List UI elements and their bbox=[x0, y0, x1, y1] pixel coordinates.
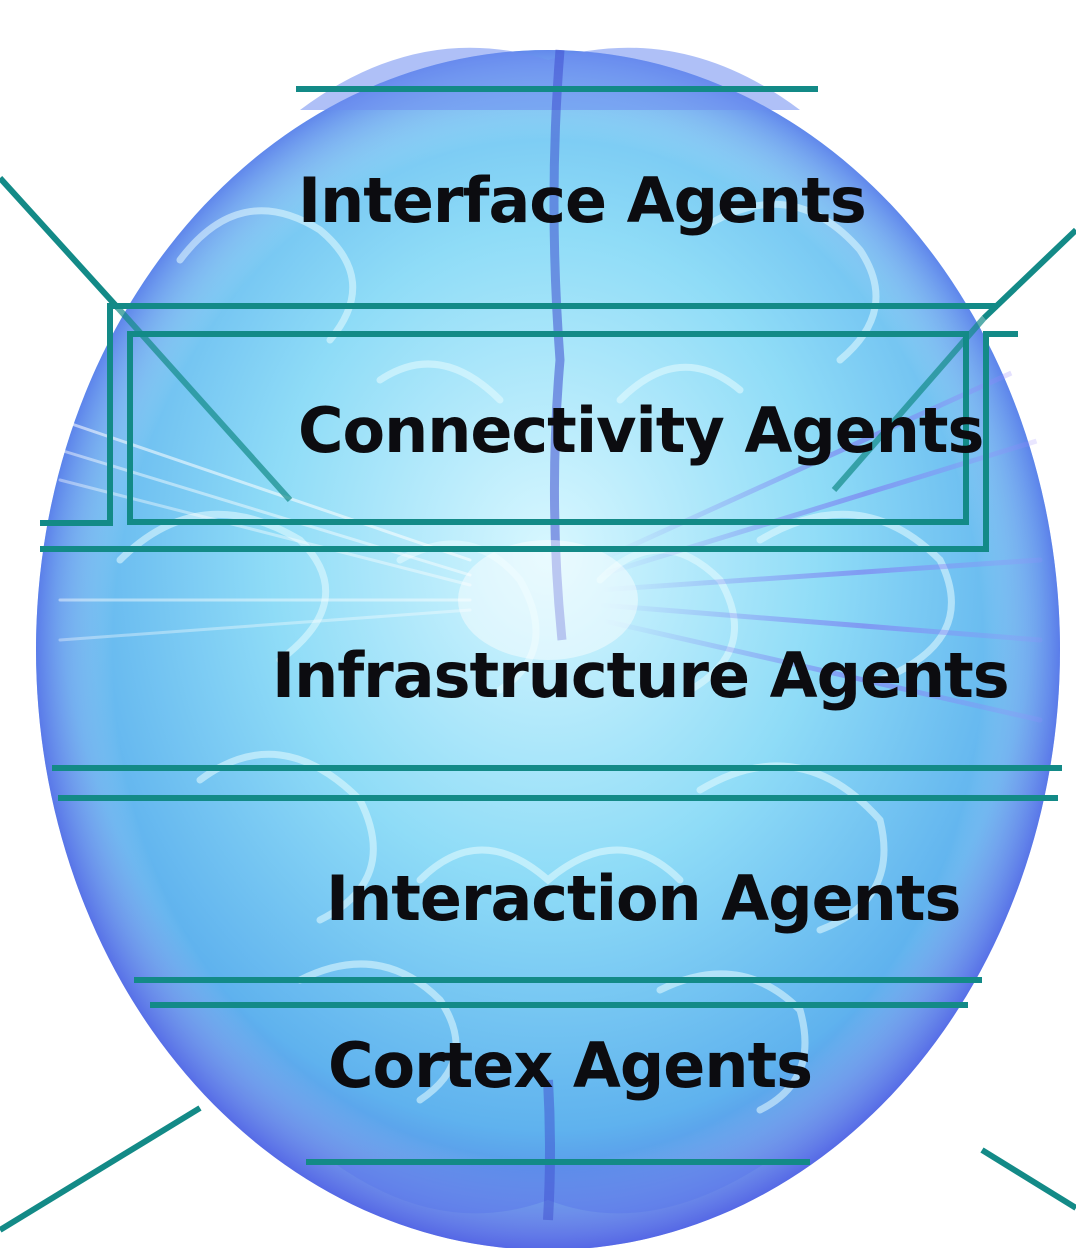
layer-label-infrastructure: Infrastructure Agents bbox=[272, 639, 1010, 712]
diagonal-upper-right bbox=[981, 227, 1076, 321]
frame-lines bbox=[0, 86, 1076, 1233]
layer-label-interaction: Interaction Agents bbox=[326, 862, 961, 935]
diagonal-upper-right-inner bbox=[831, 316, 987, 492]
diagonal-lower-right bbox=[980, 1147, 1076, 1211]
connectivity-inner-box bbox=[127, 331, 969, 525]
diagonal-upper-left bbox=[0, 175, 121, 311]
layer-label-connectivity: Connectivity Agents bbox=[298, 394, 984, 467]
diagonal-lower-left bbox=[0, 1105, 202, 1233]
interface-connectivity-divider bbox=[40, 303, 998, 526]
layer-label-interface: Interface Agents bbox=[298, 164, 867, 237]
layer-label-cortex: Cortex Agents bbox=[328, 1029, 813, 1102]
connectivity-outer-box bbox=[40, 331, 1018, 552]
diagonal-upper-left-inner bbox=[115, 305, 293, 503]
